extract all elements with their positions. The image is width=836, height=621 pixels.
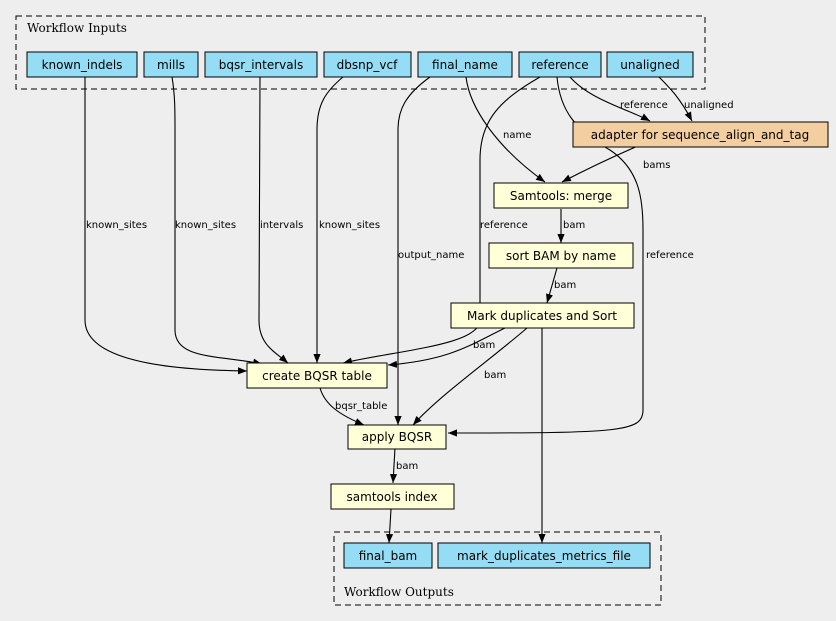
svg-text:dbsnp_vcf: dbsnp_vcf xyxy=(337,58,398,72)
svg-text:bam: bam xyxy=(554,280,576,291)
edge-samtools-index-to-final-bam xyxy=(385,508,394,544)
node-box xyxy=(26,51,138,78)
node-bqsr-intervals[interactable]: bqsr_intervals xyxy=(204,51,318,78)
node-apply-bqsr[interactable]: apply BQSR xyxy=(347,424,447,450)
edge-intervals-to-bqsr-table: intervals xyxy=(258,76,303,364)
edge-bqsr-table-to-apply-bqsr: bqsr_table xyxy=(319,387,387,426)
svg-text:known_sites: known_sites xyxy=(175,220,236,231)
svg-text:bam: bam xyxy=(473,340,495,351)
node-dbsnp-vcf[interactable]: dbsnp_vcf xyxy=(323,51,412,78)
node-create-bqsr-table[interactable]: create BQSR table xyxy=(246,362,388,389)
svg-text:unaligned: unaligned xyxy=(620,58,679,72)
node-reference[interactable]: reference xyxy=(518,51,602,78)
edge-dbsnp-to-bqsr-table: known_sites xyxy=(313,76,380,363)
svg-text:reference: reference xyxy=(480,220,528,231)
workflow-inputs-cluster: Workflow Inputs xyxy=(15,15,706,90)
svg-text:final_bam: final_bam xyxy=(359,549,418,563)
svg-text:samtools index: samtools index xyxy=(347,490,438,504)
svg-text:mills: mills xyxy=(157,58,185,72)
node-mark-duplicates-metrics-file[interactable]: mark_duplicates_metrics_file xyxy=(437,542,651,569)
workflow-outputs-cluster: Workflow Outputs xyxy=(333,531,662,606)
edge-merge-to-sort: bam xyxy=(557,209,585,243)
svg-text:bam: bam xyxy=(563,220,585,231)
node-final-bam[interactable]: final_bam xyxy=(343,542,433,569)
svg-text:known_sites: known_sites xyxy=(86,220,147,231)
svg-text:bam: bam xyxy=(484,370,506,381)
edge-finalname-to-merge: name xyxy=(465,76,546,183)
svg-text:known_sites: known_sites xyxy=(319,220,380,231)
svg-text:bam: bam xyxy=(396,461,418,472)
svg-text:mark_duplicates_metrics_file: mark_duplicates_metrics_file xyxy=(457,549,631,563)
node-mills[interactable]: mills xyxy=(143,51,199,78)
node-unaligned[interactable]: unaligned xyxy=(606,51,694,78)
edge-markdup-to-apply-bqsr: bam xyxy=(412,327,528,426)
workflow-outputs-label: Workflow Outputs xyxy=(344,585,454,599)
svg-text:bqsr_intervals: bqsr_intervals xyxy=(219,58,303,72)
svg-text:known_indels: known_indels xyxy=(42,58,123,72)
svg-text:unaligned: unaligned xyxy=(684,100,734,111)
svg-text:intervals: intervals xyxy=(260,220,303,231)
svg-text:reference: reference xyxy=(646,250,694,261)
svg-text:output_name: output_name xyxy=(398,250,464,261)
svg-text:bams: bams xyxy=(643,160,670,171)
edge-sort-to-markdup: bam xyxy=(546,267,576,304)
svg-text:adapter for sequence_align_and: adapter for sequence_align_and_tag xyxy=(591,128,809,142)
edge-apply-bqsr-to-samtools-index: bam xyxy=(389,447,418,484)
svg-text:final_name: final_name xyxy=(432,58,498,72)
node-sort-bam[interactable]: sort BAM by name xyxy=(488,242,634,269)
svg-text:Mark duplicates and Sort: Mark duplicates and Sort xyxy=(467,309,617,323)
svg-text:bqsr_table: bqsr_table xyxy=(335,401,387,412)
node-known-indels[interactable]: known_indels xyxy=(26,51,138,78)
node-final-name[interactable]: final_name xyxy=(417,51,513,78)
svg-text:sort BAM by name: sort BAM by name xyxy=(506,249,616,263)
node-samtools-merge[interactable]: Samtools: merge xyxy=(493,182,629,209)
svg-text:name: name xyxy=(503,130,531,141)
workflow-inputs-label: Workflow Inputs xyxy=(27,21,127,35)
edge-reference-to-adapter: reference xyxy=(569,76,668,122)
edge-known-indels-to-bqsr-table: known_sites xyxy=(84,77,248,375)
svg-text:reference: reference xyxy=(531,58,588,72)
node-samtools-index[interactable]: samtools index xyxy=(330,483,455,510)
svg-text:Samtools: merge: Samtools: merge xyxy=(510,189,612,203)
node-adapter-subworkflow[interactable]: adapter for sequence_align_and_tag xyxy=(572,121,829,148)
edge-markdup-to-bqsr-table: bam xyxy=(387,327,506,368)
node-mark-duplicates[interactable]: Mark duplicates and Sort xyxy=(450,302,635,329)
svg-text:reference: reference xyxy=(620,100,668,111)
edge-finalname-to-apply-bqsr: output_name xyxy=(394,76,464,425)
svg-text:apply BQSR: apply BQSR xyxy=(362,430,432,444)
edge-mills-to-bqsr-table: known_sites xyxy=(171,76,263,366)
edge-adapter-to-merge: bams xyxy=(561,144,670,183)
edge-unaligned-to-adapter: unaligned xyxy=(658,76,734,122)
svg-text:create BQSR table: create BQSR table xyxy=(262,369,372,383)
